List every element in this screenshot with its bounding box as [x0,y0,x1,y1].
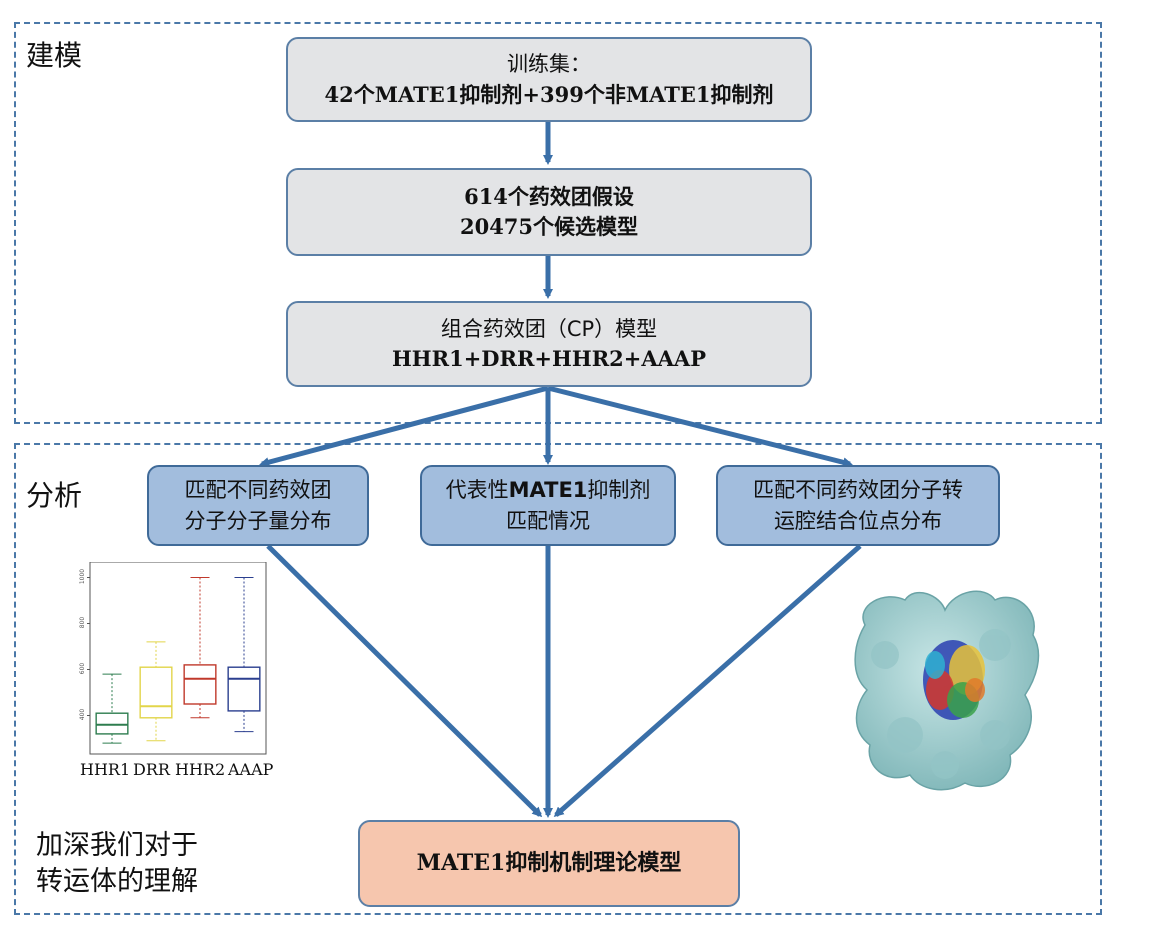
iqr-box [183,664,217,705]
binding-site-line1: 匹配不同药效团分子转 [753,478,963,503]
ligand-cluster [923,640,985,720]
hypotheses-count: 614个药效团假设 [464,183,634,209]
protein-binding-site-image [854,590,1040,791]
binding-site-box: 匹配不同药效团分子转 运腔结合位点分布 [716,465,1000,546]
boxplot-label-hhr2: HHR2 [175,760,226,779]
y-tick-label: 400 [79,709,86,721]
theory-model-text: MATE1抑制机制理论模型 [416,849,682,876]
arrow-cp-to-mw [259,385,549,468]
boxplot-box-hhr1 [95,673,129,744]
hypotheses-box: 614个药效团假设 20475个候选模型 [286,168,812,256]
understanding-line2: 转运体的理解 [36,866,198,898]
modeling-label: 建模 [26,39,83,72]
theory-model-box: MATE1抑制机制理论模型 [358,820,740,907]
training-set-title: 训练集： [507,52,591,77]
plot-frame [89,562,267,755]
iqr-box [227,666,261,712]
iqr-box [139,666,173,719]
y-tick-label: 800 [79,617,86,629]
training-set-box: 训练集： 42个MATE1抑制剂+399个非MATE1抑制剂 [286,37,812,122]
boxplot-box-aaap [227,577,261,733]
representative-line1: 代表性MATE1抑制剂 [445,478,651,503]
match-mw-line1: 匹配不同药效团 [184,478,332,503]
arrow-mw-to-theory [266,544,543,818]
molecular-weight-boxplot: 400 600 800 1000 [79,562,267,755]
boxplot-label-hhr1: HHR1 [80,760,131,779]
y-tick-label: 600 [79,663,86,675]
candidate-models-count: 20475个候选模型 [459,214,639,239]
cp-model-title: 组合药效团（CP）模型 [440,316,658,341]
binding-site-line2: 运腔结合位点分布 [774,508,942,533]
cp-model-formula: HHR1+DRR+HHR2+AAAP [391,346,707,371]
understanding-text: 加深我们对于 转运体的理解 [36,828,198,901]
y-tick-label: 1000 [79,569,86,584]
boxplot-label-aaap: AAAP [228,760,274,779]
boxplot-label-drr: DRR [133,760,170,779]
match-mw-box: 匹配不同药效团 分子分子量分布 [147,465,369,546]
representative-box: 代表性MATE1抑制剂 匹配情况 [420,465,676,546]
boxplot-box-hhr2 [183,577,217,719]
boxplot-box-drr [139,641,173,742]
cp-model-box: 组合药效团（CP）模型 HHR1+DRR+HHR2+AAAP [286,301,812,387]
analysis-section [14,443,1102,915]
arrow-binding-to-theory [553,544,862,817]
analysis-label: 分析 [26,479,83,512]
arrow-cp-to-binding [547,385,853,468]
modeling-section [14,22,1102,424]
iqr-box [95,712,129,735]
training-set-detail: 42个MATE1抑制剂+399个非MATE1抑制剂 [324,81,774,107]
match-mw-line2: 分子分子量分布 [184,508,332,533]
understanding-line1: 加深我们对于 [36,830,198,861]
representative-line2: 匹配情况 [506,508,590,533]
